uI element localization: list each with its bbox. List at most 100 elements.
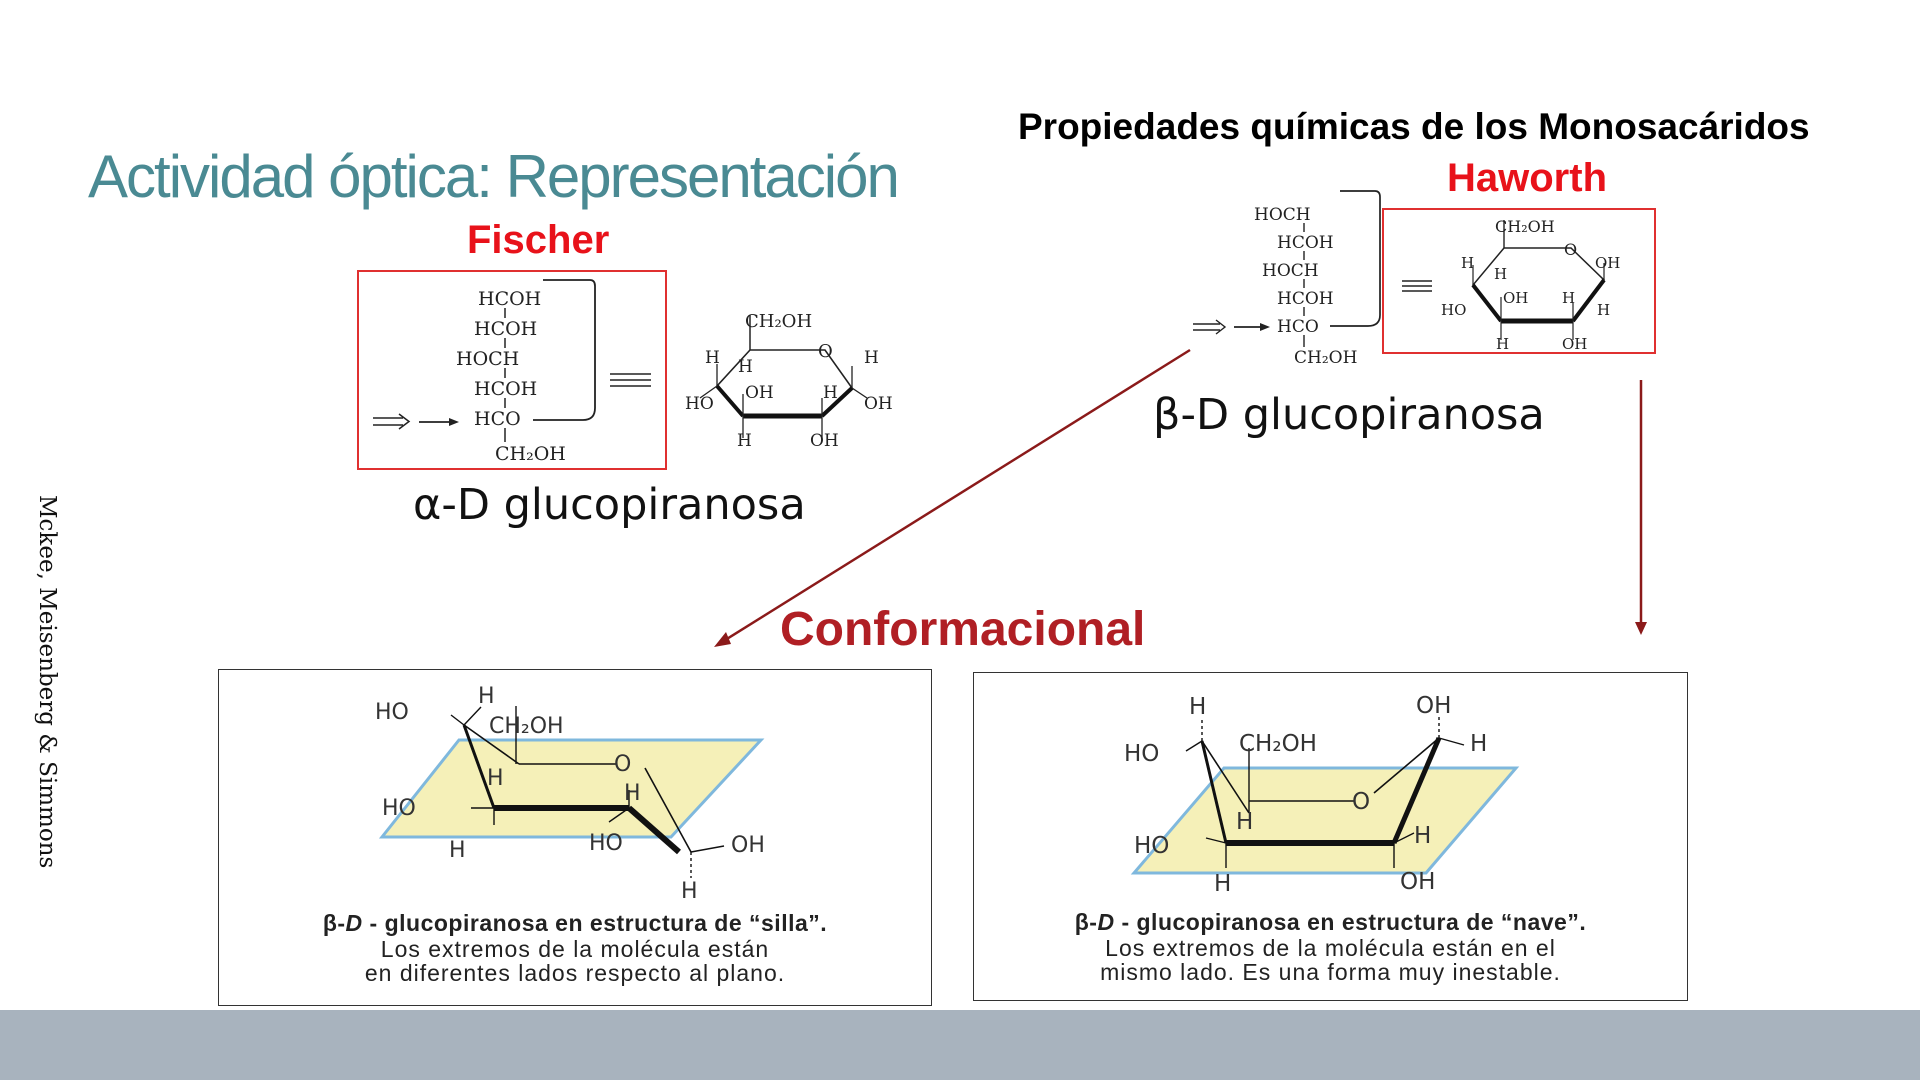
- fischer-chain-4: HCOH: [474, 378, 537, 400]
- chair-h-4: H: [449, 838, 466, 863]
- fischer-ring-ho: HO: [685, 394, 714, 414]
- haworth-ring-ch2oh: CH₂OH: [1495, 217, 1555, 236]
- chair-diagram: HO H CH₂OH O H HO H H HO OH H: [375, 684, 765, 902]
- chair-caption-title: β-D - glucopiranosa en estructura de “si…: [219, 910, 931, 937]
- diagonal-arrow-line: [721, 348, 1191, 644]
- boat-h-1: H: [1189, 694, 1206, 720]
- boat-h-3: H: [1236, 809, 1253, 835]
- haworth-box: [1382, 208, 1656, 354]
- boat-plane: [1130, 766, 1520, 875]
- slide-subtitle: Propiedades químicas de los Monosacárido…: [1018, 106, 1810, 147]
- chair-caption-d: D: [345, 910, 363, 936]
- fischer-chain-2: HCOH: [474, 318, 537, 340]
- vertical-arrow-head: [1635, 622, 1647, 635]
- haworth-ring-ho: HO: [1441, 301, 1466, 319]
- chair-bonds: [450, 706, 725, 878]
- boat-caption-line2: mismo lado. Es una forma muy inestable.: [1100, 959, 1561, 985]
- boat-h-4: H: [1414, 823, 1431, 849]
- haworth-ring-oh1: OH: [1595, 254, 1620, 272]
- haworth-chain-5: HCO: [1277, 317, 1319, 337]
- chair-o: O: [614, 752, 631, 777]
- haworth-chain-4: HCOH: [1277, 289, 1334, 309]
- chair-oh: OH: [731, 833, 765, 858]
- fischer-ring-oh3: OH: [810, 431, 839, 451]
- chair-plane: [378, 738, 765, 839]
- fischer-haworth-ring: CH₂OH O H H H HO OH H OH H OH: [685, 311, 893, 451]
- haworth-label: Haworth: [1447, 156, 1607, 200]
- chair-caption-line2: en diferentes lados respecto al plano.: [364, 960, 786, 986]
- boat-ho-1: HO: [1124, 741, 1159, 767]
- diagonal-arrow-head: [714, 632, 731, 647]
- chair-ho-3: HO: [589, 831, 623, 856]
- chair-caption: β-D - glucopiranosa en estructura de “si…: [219, 910, 931, 985]
- fischer-equals-icon: [610, 373, 651, 387]
- fischer-ring-h2: H: [738, 357, 753, 377]
- haworth-ring-o: O: [1564, 240, 1577, 259]
- boat-caption-title: β-D - glucopiranosa en estructura de “na…: [974, 909, 1687, 936]
- fischer-ring-bracket: [533, 279, 596, 421]
- haworth-ring-oh2: OH: [1503, 289, 1528, 307]
- haworth-ring: CH₂OH O H H OH HO OH H H H OH: [1441, 217, 1620, 353]
- fischer-ring-h4: H: [823, 383, 838, 403]
- chair-ho-1: HO: [375, 700, 409, 725]
- haworth-ring-bracket: [1330, 190, 1381, 327]
- fischer-ring-h1: H: [705, 348, 720, 368]
- haworth-chain-6: CH₂OH: [1294, 348, 1357, 368]
- chair-caption-rest: - glucopiranosa en estructura de “silla”…: [362, 910, 828, 936]
- chair-h-2: H: [487, 766, 504, 791]
- fischer-label: Fischer: [467, 218, 610, 262]
- boat-oh-1: OH: [1416, 693, 1451, 719]
- chair-caption-line1: Los extremos de la molécula están: [380, 936, 770, 962]
- fischer-ring-ch2oh: CH₂OH: [745, 311, 812, 332]
- haworth-caption: β-D glucopiranosa: [1153, 390, 1545, 440]
- boat-caption-beta: β-: [1074, 909, 1098, 935]
- boat-caption: β-D - glucopiranosa en estructura de “na…: [974, 909, 1687, 984]
- haworth-chain-2: HCOH: [1277, 233, 1334, 253]
- conformacional-label: Conformacional: [780, 603, 1146, 656]
- boat-h-2: H: [1470, 731, 1487, 757]
- footer-band: [0, 1010, 1920, 1080]
- boat-o: O: [1352, 789, 1370, 815]
- haworth-ring-oh3: OH: [1562, 335, 1587, 353]
- fischer-ring-h5: H: [737, 431, 752, 451]
- chair-h-1: H: [478, 684, 495, 709]
- haworth-ring-h2: H: [1494, 265, 1507, 283]
- fischer-diagram: HCOH HCOH HOCH HCOH HCO CH₂OH: [357, 270, 893, 470]
- slide-title: Actividad óptica: Representación: [88, 143, 900, 210]
- chair-panel: HO H CH₂OH O H HO H H HO OH H β-D - gluc…: [218, 669, 932, 1006]
- haworth-diagram: HOCH HCOH HOCH HCOH HCO CH₂OH: [1193, 190, 1656, 368]
- haworth-ring-h4: H: [1597, 301, 1610, 319]
- fischer-ring-oh2: OH: [864, 394, 893, 414]
- boat-bonds: [1185, 715, 1465, 868]
- chair-ch2oh: CH₂OH: [489, 714, 564, 739]
- boat-ch2oh: CH₂OH: [1239, 731, 1317, 757]
- haworth-ring-h5: H: [1496, 335, 1509, 353]
- haworth-ring-h3: H: [1562, 289, 1575, 307]
- credit-text: Mckee, Meisenberg & Simmons: [34, 495, 60, 869]
- haworth-arrows: [1193, 319, 1270, 335]
- boat-panel: H OH HO CH₂OH H O H HO H H OH β-D - gluc…: [973, 672, 1688, 1001]
- fischer-caption: α-D glucopiranosa: [413, 480, 806, 530]
- haworth-chain-3: HOCH: [1262, 261, 1319, 281]
- fischer-box: [357, 270, 667, 470]
- boat-oh-2: OH: [1400, 869, 1435, 895]
- boat-ho-2: HO: [1134, 833, 1169, 859]
- haworth-chain-1: HOCH: [1254, 205, 1311, 225]
- boat-caption-line1: Los extremos de la molécula están en el: [1105, 935, 1556, 961]
- boat-diagram: H OH HO CH₂OH H O H HO H H OH: [1124, 693, 1520, 897]
- haworth-equals-icon: [1402, 280, 1432, 292]
- chair-h-5: H: [681, 879, 698, 902]
- boat-h-5: H: [1214, 871, 1231, 897]
- chair-caption-beta: β-: [322, 910, 346, 936]
- fischer-arrows: [373, 413, 459, 430]
- fischer-chain-5: HCO: [474, 408, 521, 430]
- fischer-ring-h3: H: [864, 348, 879, 368]
- haworth-ring-h1: H: [1461, 254, 1474, 272]
- chair-h-3: H: [624, 781, 641, 806]
- boat-caption-rest: - glucopiranosa en estructura de “nave”.: [1114, 909, 1587, 935]
- fischer-ring-oh1: OH: [745, 383, 774, 403]
- fischer-ring-o: O: [818, 341, 833, 362]
- fischer-chain-3: HOCH: [456, 348, 519, 370]
- fischer-chain-1: HCOH: [478, 288, 541, 310]
